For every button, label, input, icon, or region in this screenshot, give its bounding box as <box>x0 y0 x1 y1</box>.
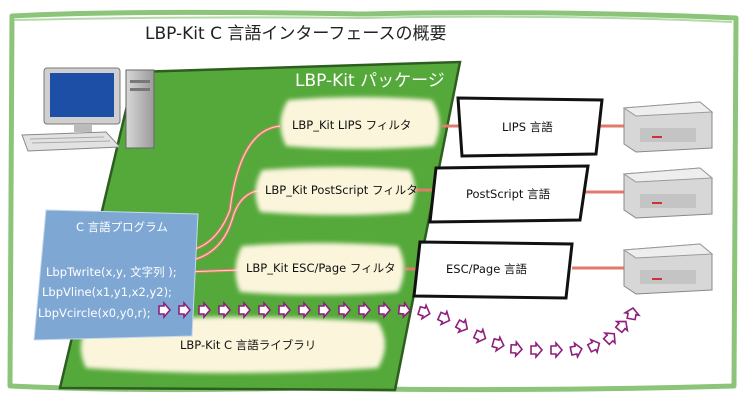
printer-icon <box>622 101 714 153</box>
arrow-chevron-icon <box>198 300 212 320</box>
arrow-chevron-icon <box>622 307 641 321</box>
printer-icon <box>622 243 714 295</box>
arrow-chevron-icon <box>417 302 431 321</box>
arrow-chevron-icon <box>530 340 544 360</box>
filter-escpage-label: LBP_Kit ESC/Page フィルタ <box>246 261 396 275</box>
language-lips: LIPS 言語 <box>456 96 604 158</box>
language-postscript: PostScript 言語 <box>428 164 590 224</box>
library-label: LBP-Kit C 言語ライブラリ <box>180 338 316 352</box>
arrow-chevron-icon <box>472 327 487 345</box>
arrow-chevron-icon <box>586 338 601 355</box>
arrow-chevron-icon <box>602 332 616 346</box>
language-postscript-label: PostScript 言語 <box>466 187 551 201</box>
c-program-line-1: LbpTwrite(x,y, 文字列 ); <box>46 265 177 279</box>
arrow-chevron-icon <box>509 339 524 359</box>
filter-lips-label: LBP_Kit LIPS フィルタ <box>292 118 411 132</box>
arrow-chevron-icon <box>397 300 412 320</box>
arrow-chevron-icon <box>238 300 252 320</box>
arrow-chevron-icon <box>378 300 392 320</box>
printer-icon <box>622 167 714 219</box>
language-lips-label: LIPS 言語 <box>502 120 553 134</box>
arrow-chevron-icon <box>178 300 192 320</box>
diagram-title: LBP-Kit C 言語インターフェースの概要 <box>145 24 447 44</box>
filter-postscript: LBP_Kit PostScript フィルタ <box>255 167 418 215</box>
arrow-chevron-icon <box>614 320 629 334</box>
c-program-line-3: LbpVcircle(x0,y0,r); <box>38 306 151 320</box>
arrow-chevron-icon <box>298 300 312 320</box>
arrow-chevron-icon <box>278 300 292 320</box>
c-program-title: C 言語プログラム <box>76 220 168 234</box>
arrow-chevron-icon <box>569 341 583 360</box>
arrow-chevron-icon <box>158 300 172 320</box>
language-escpage: ESC/Page 言語 <box>412 240 574 300</box>
arrow-chevron-icon <box>358 300 372 320</box>
c-program-line-2: LbpVline(x1,y1,x2,y2); <box>42 285 172 299</box>
arrow-chevron-icon <box>218 300 232 320</box>
arrow-chevron-icon <box>436 309 451 327</box>
filter-lips: LBP_Kit LIPS フィルタ <box>280 97 440 149</box>
arrow-chevron-icon <box>258 300 272 320</box>
arrow-chevron-icon <box>318 300 332 320</box>
arrow-chevron-icon <box>454 317 469 334</box>
language-escpage-label: ESC/Page 言語 <box>446 262 527 276</box>
package-label: LBP-Kit パッケージ <box>295 71 445 91</box>
desktop-computer-icon <box>21 67 155 152</box>
filter-escpage: LBP_Kit ESC/Page フィルタ <box>235 243 404 295</box>
arrow-chevron-icon <box>550 340 564 360</box>
c-program-box: C 言語プログラム LbpTwrite(x,y, 文字列 ); LbpVline… <box>33 209 199 341</box>
library-to-printer-arrow-path <box>158 300 641 360</box>
filter-postscript-label: LBP_Kit PostScript フィルタ <box>265 183 418 197</box>
arrow-chevron-icon <box>338 300 352 320</box>
arrow-chevron-icon <box>491 334 505 353</box>
